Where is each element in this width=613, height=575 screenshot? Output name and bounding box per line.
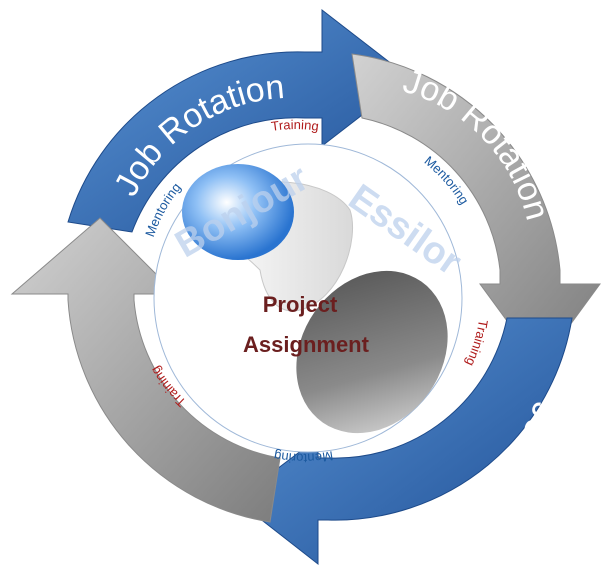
center-title-line-2: Assignment — [243, 332, 370, 357]
blue-orb-graphic — [182, 164, 294, 260]
arrow-top-left-blue — [67, 8, 411, 233]
arrow-bottom-right-blue — [235, 317, 573, 566]
center-title-line-1: Project — [263, 292, 338, 317]
arrow-right-gray — [351, 53, 601, 367]
training-label-top: Training — [270, 117, 320, 134]
training-label-right: Training — [463, 319, 491, 369]
gray-disc-graphic — [296, 270, 448, 434]
arrow-left-gray — [10, 217, 281, 523]
